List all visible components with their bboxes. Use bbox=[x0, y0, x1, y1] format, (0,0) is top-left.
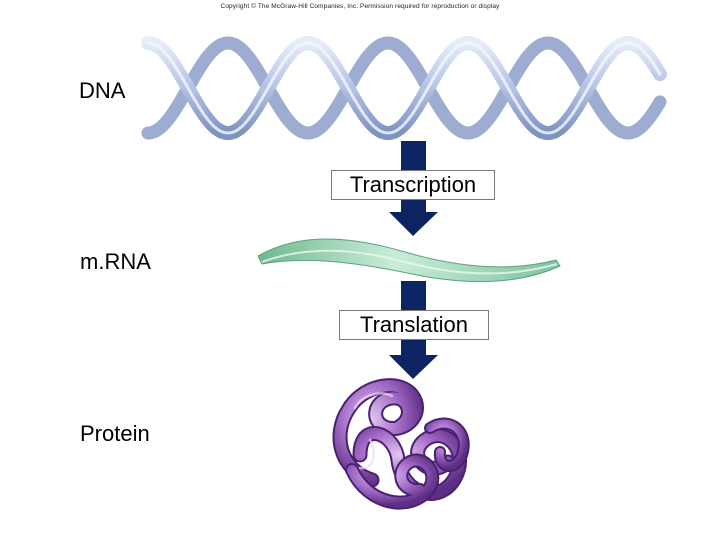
copyright-notice: Copyright © The McGraw-Hill Companies, I… bbox=[220, 3, 500, 10]
dna-helix bbox=[141, 35, 667, 141]
dna-strand-highlight bbox=[146, 41, 662, 135]
transcription-label: Transcription bbox=[331, 170, 495, 200]
mrna-ribbon bbox=[257, 238, 561, 283]
dna-strand-back bbox=[141, 36, 667, 140]
translation-label: Translation bbox=[339, 310, 489, 340]
protein-label: Protein bbox=[80, 421, 150, 446]
protein-coil bbox=[332, 378, 470, 510]
dna-label: DNA bbox=[79, 78, 126, 103]
mrna-label: m.RNA bbox=[80, 249, 151, 274]
